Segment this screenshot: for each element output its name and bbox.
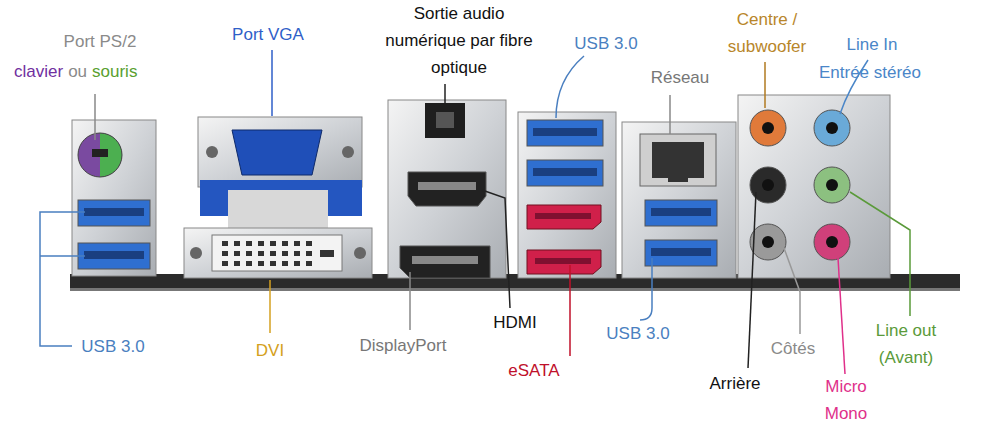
port-label: Côtés — [771, 335, 815, 362]
port-label: Arrière — [709, 370, 760, 397]
port-label: USB 3.0 — [81, 333, 144, 360]
port-label: HDMI — [493, 309, 536, 336]
conjunction-label: ou — [68, 58, 87, 85]
port-label: Sortie audio numérique par fibre optique — [379, 0, 539, 81]
device-label: souris — [92, 58, 137, 85]
port-label: Micro Mono — [818, 373, 874, 427]
port-label: Entrée stéréo — [819, 59, 921, 86]
port-label: Port PS/2 — [64, 28, 137, 55]
port-label: USB 3.0 — [574, 30, 637, 57]
port-label: DisplayPort — [360, 332, 447, 359]
port-label: Réseau — [651, 64, 710, 91]
port-label: Line In — [846, 31, 897, 58]
port-label: eSATA — [508, 357, 559, 384]
port-label: USB 3.0 — [606, 320, 669, 347]
device-label: clavier — [14, 58, 63, 85]
port-label: Centre / subwoofer — [718, 6, 816, 60]
port-label: DVI — [256, 337, 284, 364]
port-label: Port VGA — [232, 21, 304, 48]
port-label: Line out (Avant) — [862, 317, 950, 371]
